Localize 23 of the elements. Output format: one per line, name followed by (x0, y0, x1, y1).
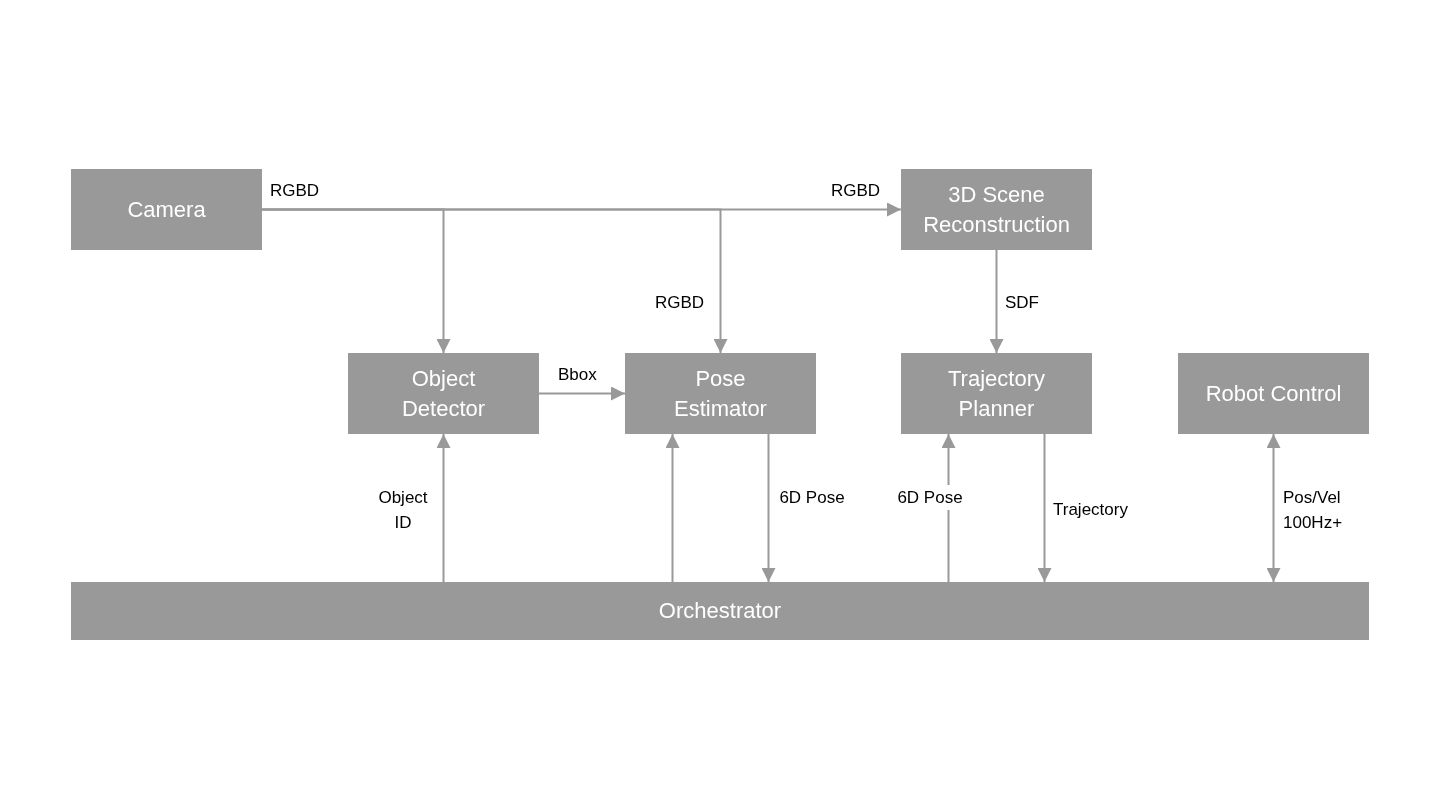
box-label: Trajectory Planner (947, 364, 1046, 423)
process-box (71, 169, 262, 250)
arrow (436, 433, 451, 583)
arrow (538, 386, 626, 401)
process-box (71, 582, 1369, 640)
box-label: Object Detector (400, 364, 487, 423)
process-box (901, 169, 1092, 250)
arrow (261, 202, 902, 217)
box-label: Camera (127, 195, 206, 224)
box-label: Robot Control (1205, 379, 1342, 408)
process-box (625, 353, 816, 434)
arrow (761, 433, 776, 583)
process-box (348, 353, 539, 434)
box-label: Orchestrator (658, 597, 782, 625)
process-box (1178, 353, 1369, 434)
edge-label: 6D Pose (895, 485, 965, 510)
arrow (1037, 433, 1052, 583)
box-label: Pose Estimator (673, 364, 768, 423)
arrow (1266, 433, 1281, 583)
process-box (901, 353, 1092, 434)
box-label: 3D Scene Reconstruction (922, 180, 1071, 239)
arrow (989, 249, 1004, 354)
arrow (665, 433, 680, 583)
